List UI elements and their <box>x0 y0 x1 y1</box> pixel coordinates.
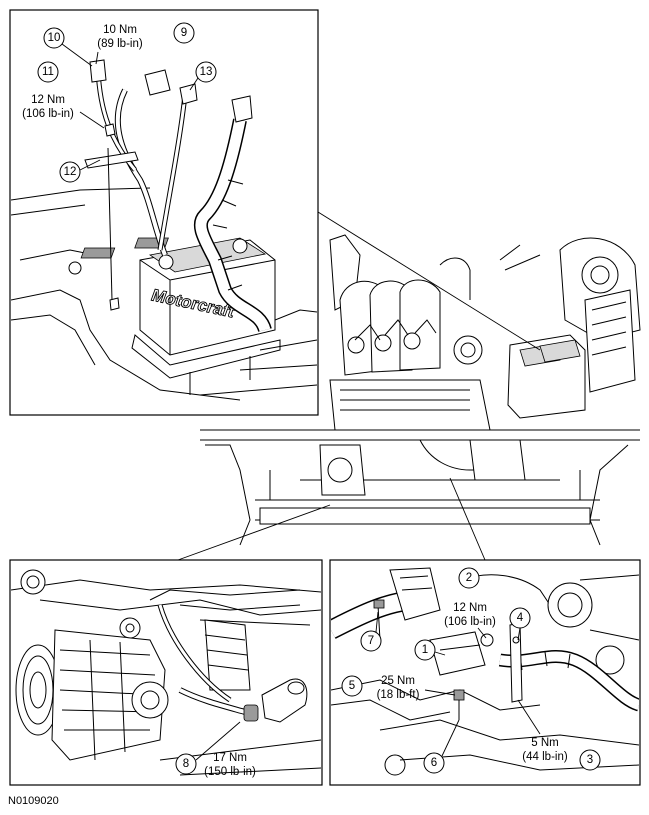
ground-strap-detail: 2 12 Nm (106 lb-in) 4 7 1 5 25 Nm (1 <box>329 559 641 786</box>
torque-spec-5: 25 Nm (18 lb-ft) <box>377 675 456 701</box>
svg-text:7: 7 <box>368 635 374 647</box>
svg-text:(18 lb-ft): (18 lb-ft) <box>377 689 420 701</box>
svg-text:11: 11 <box>42 66 54 78</box>
callout-6: 6 <box>423 719 460 774</box>
torque-spec-8: 17 Nm (150 lb-in) <box>204 752 256 778</box>
svg-text:3: 3 <box>587 754 593 766</box>
svg-text:(44 lb-in): (44 lb-in) <box>522 751 568 763</box>
alternator-detail: 8 17 Nm (150 lb-in) <box>9 559 323 786</box>
svg-text:5: 5 <box>349 680 355 692</box>
svg-text:12 Nm: 12 Nm <box>453 602 487 614</box>
svg-text:10: 10 <box>48 32 61 44</box>
torque-spec-11: 12 Nm (106 lb-in) <box>22 94 105 129</box>
svg-text:(150 lb-in): (150 lb-in) <box>204 766 256 778</box>
engine-bay-illustration <box>200 234 641 546</box>
callout-1: 1 <box>414 639 446 661</box>
svg-text:9: 9 <box>181 27 187 39</box>
svg-text:12 Nm: 12 Nm <box>31 94 65 106</box>
torque-spec-2: 12 Nm (106 lb-in) <box>444 602 496 639</box>
svg-text:2: 2 <box>466 572 472 584</box>
figure-reference-id: N0109020 <box>8 795 59 807</box>
callout-7: 7 <box>360 611 382 652</box>
svg-text:8: 8 <box>183 758 189 770</box>
callout-4: 4 <box>509 607 531 641</box>
svg-text:17 Nm: 17 Nm <box>213 752 247 764</box>
torque-spec-9: 10 Nm (89 lb-in) 9 <box>95 22 195 65</box>
svg-text:6: 6 <box>431 757 437 769</box>
svg-text:5 Nm: 5 Nm <box>531 737 558 749</box>
svg-text:4: 4 <box>517 612 524 624</box>
svg-text:25 Nm: 25 Nm <box>381 675 415 687</box>
callout-5: 5 <box>341 675 363 697</box>
battery-cable-detail: Motorcraft <box>9 9 319 416</box>
svg-text:10 Nm: 10 Nm <box>103 24 137 36</box>
leader-bottom-right-detail <box>449 477 486 561</box>
callout-10: 10 <box>43 27 93 67</box>
callout-8: 8 <box>175 721 241 775</box>
callout-13: 13 <box>189 61 217 91</box>
svg-text:1: 1 <box>422 644 428 656</box>
svg-text:(106 lb-in): (106 lb-in) <box>444 616 496 628</box>
callout-11: 11 <box>37 61 59 83</box>
callout-2: 2 <box>458 567 480 589</box>
callout-12: 12 <box>59 159 101 183</box>
torque-spec-3: 5 Nm (44 lb-in) <box>517 699 568 763</box>
svg-text:13: 13 <box>200 66 213 78</box>
leader-top-detail <box>317 211 541 351</box>
leader-bottom-left-detail <box>177 504 331 561</box>
svg-text:(89 lb-in): (89 lb-in) <box>97 38 143 50</box>
svg-text:12: 12 <box>64 166 77 178</box>
callout-3: 3 <box>579 749 601 771</box>
svg-text:(106 lb-in): (106 lb-in) <box>22 108 74 120</box>
